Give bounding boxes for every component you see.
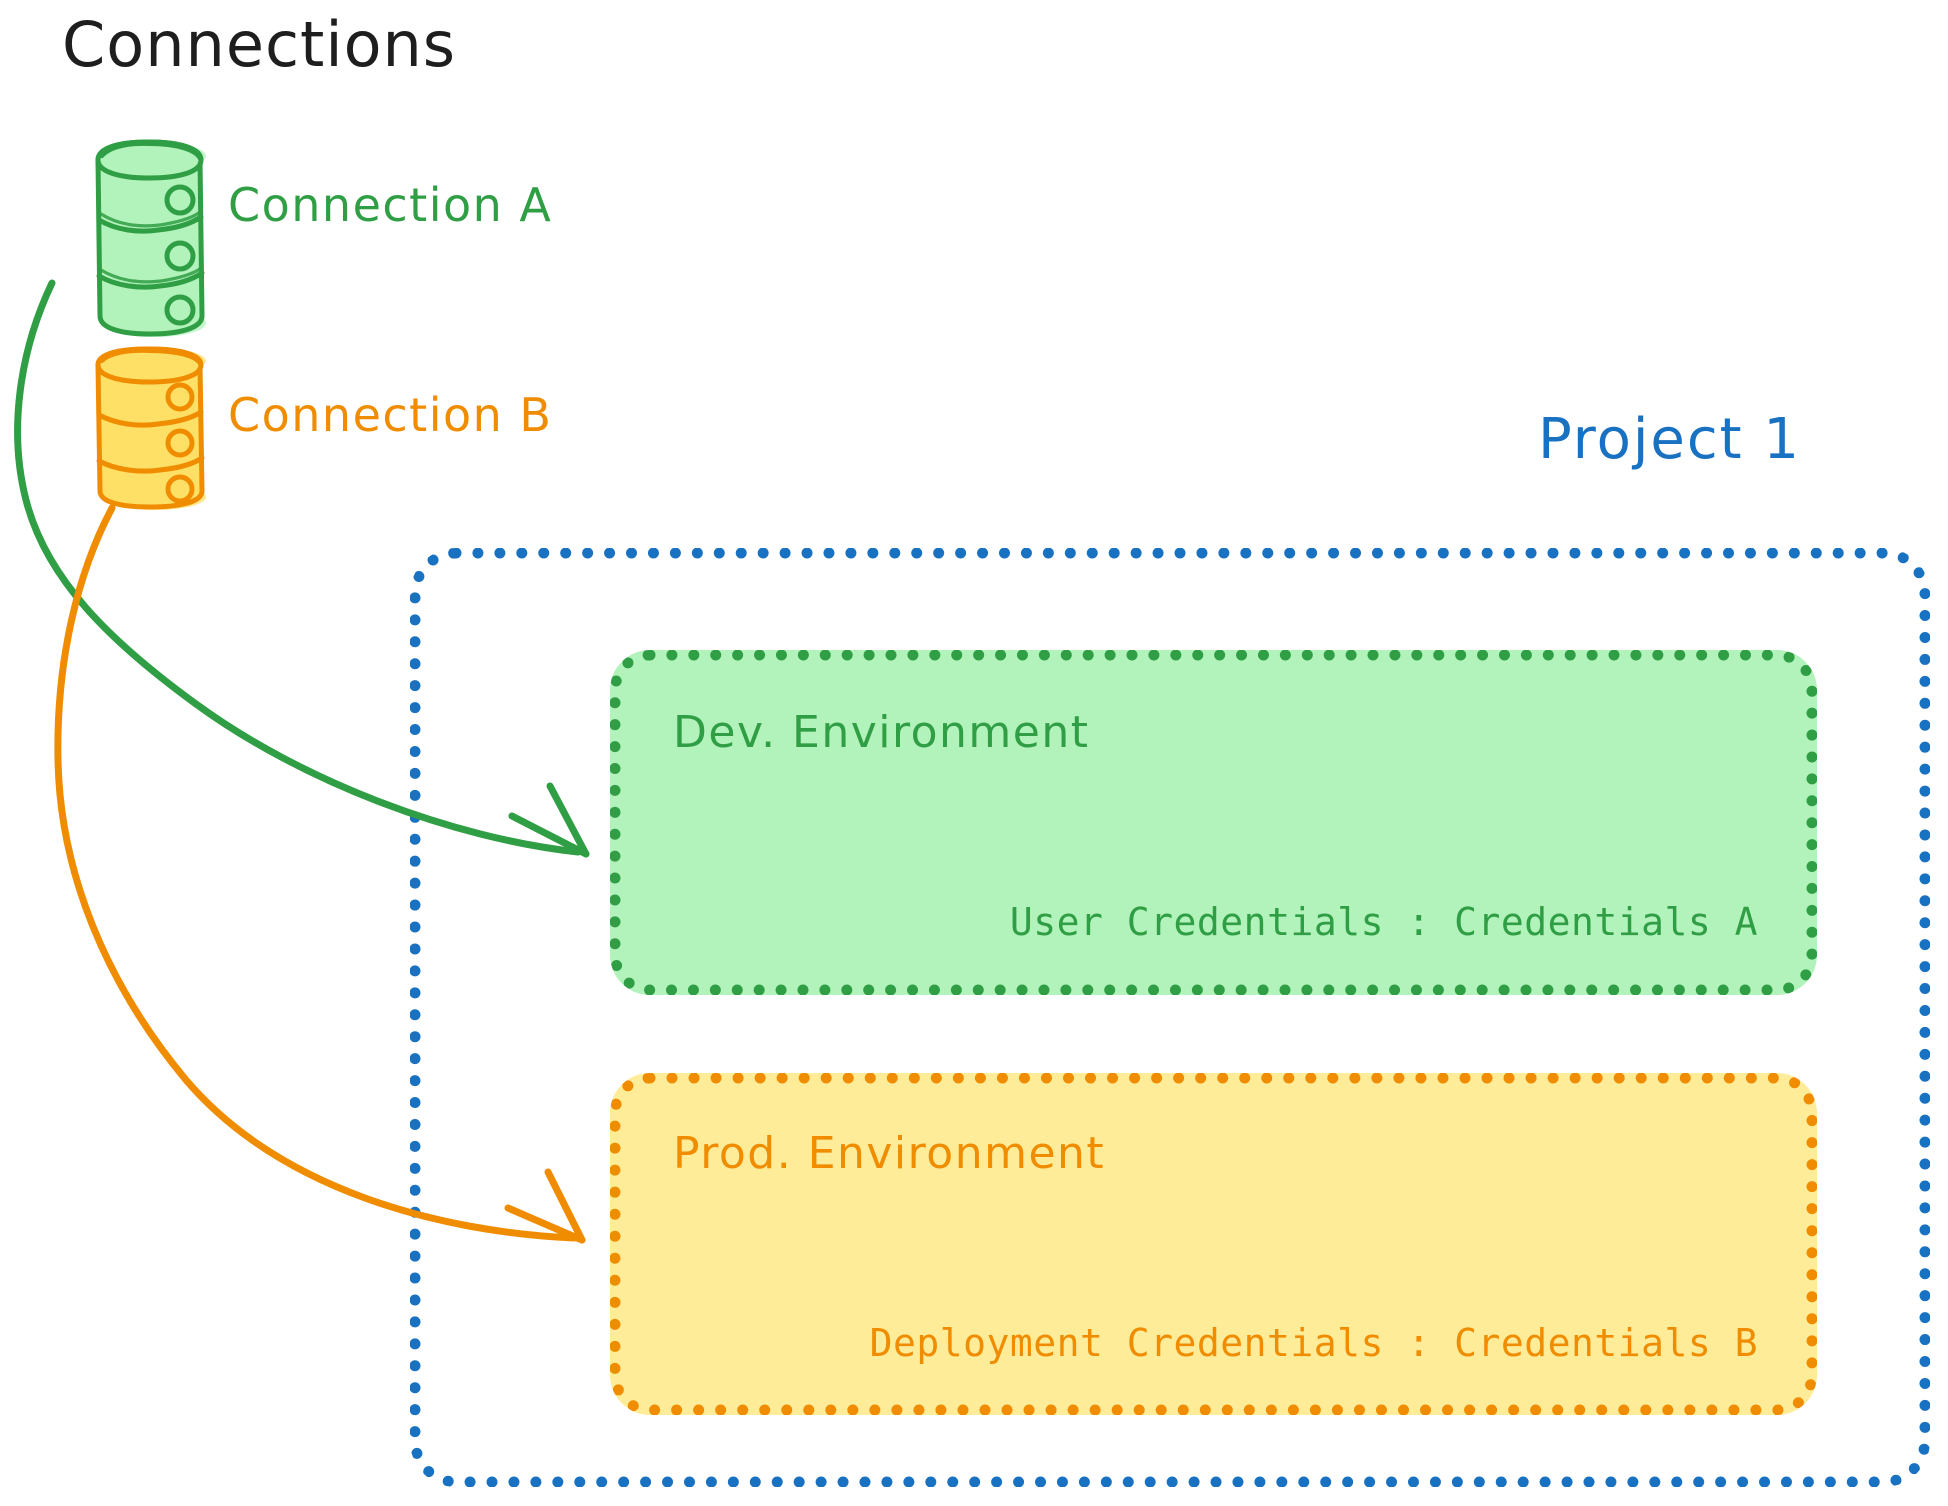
dev-environment-title: Dev. Environment xyxy=(673,707,1090,758)
prod-environment-container[interactable]: Prod. Environment Deployment Credentials… xyxy=(610,1073,1817,1415)
page-title: Connections xyxy=(62,8,457,81)
database-icon-connection-a[interactable] xyxy=(80,138,230,342)
connection-a-label: Connection A xyxy=(228,178,553,232)
prod-environment-title: Prod. Environment xyxy=(673,1128,1106,1179)
project-title: Project 1 xyxy=(1538,407,1802,472)
dev-environment-credentials: User Credentials : Credentials A xyxy=(1009,900,1758,944)
prod-environment-credentials: Deployment Credentials : Credentials B xyxy=(869,1321,1758,1365)
database-icon-connection-b[interactable] xyxy=(80,345,230,514)
connection-b-label: Connection B xyxy=(228,388,553,442)
dev-environment-container[interactable]: Dev. Environment User Credentials : Cred… xyxy=(610,650,1817,995)
